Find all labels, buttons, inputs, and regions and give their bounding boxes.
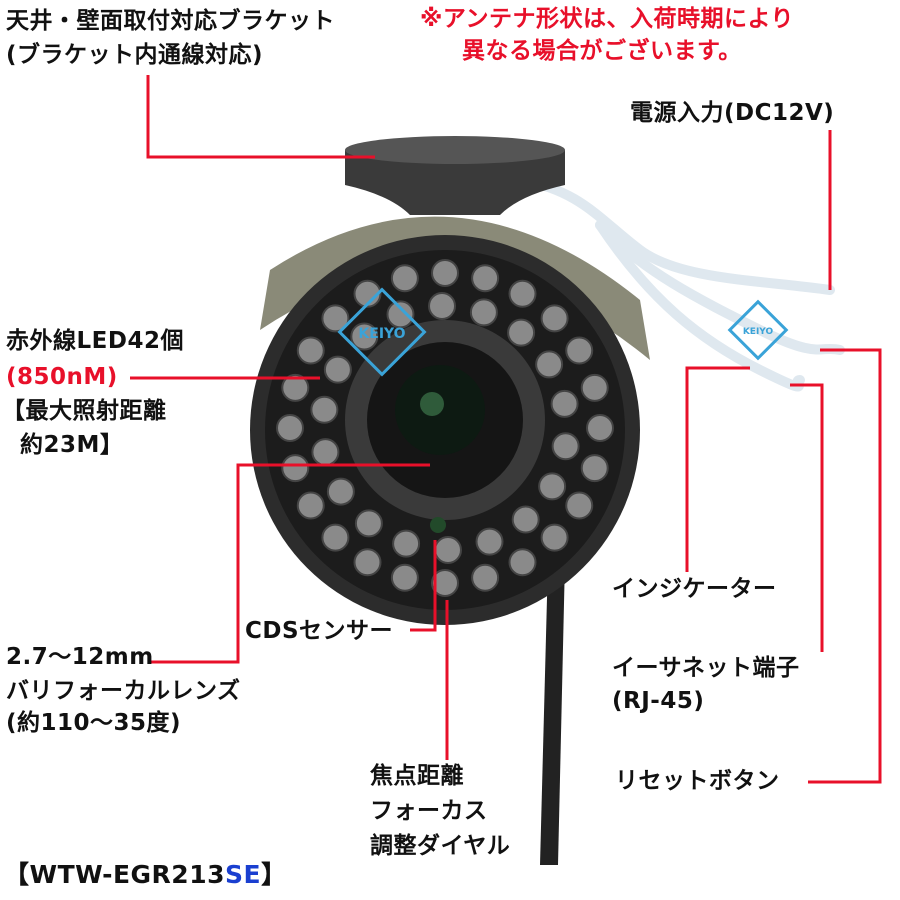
- ir-led: [538, 472, 567, 501]
- ir-led: [354, 509, 383, 538]
- svg-text:KEIYO: KEIYO: [358, 326, 405, 342]
- ir-led: [321, 304, 350, 333]
- cds-sensor-label: CDSセンサー: [245, 618, 394, 644]
- ir-led: [390, 264, 419, 293]
- ir-led: [469, 298, 498, 327]
- ir-led: [281, 454, 310, 483]
- ir-led: [511, 505, 540, 534]
- ir-range-label: 【最大照射距離: [2, 398, 167, 424]
- ethernet-type: (RJ-45): [612, 688, 705, 714]
- focus-dial-label-3: 調整ダイヤル: [370, 833, 511, 859]
- ir-led: [321, 523, 350, 552]
- keiyo-logo: [337, 287, 789, 377]
- ir-led: [350, 322, 379, 351]
- ir-led: [508, 548, 537, 577]
- ir-led: [311, 438, 340, 467]
- ir-led: [540, 304, 569, 333]
- bracket-label: 天井・壁面取付対応ブラケット: [6, 8, 335, 34]
- ir-led: [386, 300, 415, 329]
- ir-led: [475, 527, 504, 556]
- mounting-bracket: [345, 150, 565, 215]
- lens-focal-length: 2.7〜12mm: [6, 644, 154, 670]
- indicator-label: インジケーター: [612, 576, 777, 602]
- ir-led-ring: [276, 259, 614, 597]
- ir-led: [540, 523, 569, 552]
- ir-led: [550, 389, 579, 418]
- ir-led: [353, 279, 382, 308]
- ir-led: [471, 264, 500, 293]
- ir-led: [565, 491, 594, 520]
- ir-led: [281, 373, 310, 402]
- ir-led: [353, 548, 382, 577]
- ir-led: [392, 529, 421, 558]
- ir-led: [310, 395, 339, 424]
- bracket-label-sub: (ブラケット内通線対応): [6, 42, 264, 68]
- focus-dial-label-1: 焦点距離: [370, 763, 464, 789]
- ir-led: [296, 336, 325, 365]
- model-close: 】: [261, 860, 287, 889]
- ir-led: [431, 259, 459, 287]
- antenna: [540, 560, 565, 865]
- leader-lines: [130, 75, 882, 784]
- ir-led: [535, 350, 564, 379]
- ir-led: [586, 414, 614, 442]
- focus-dial-label-2: フォーカス: [370, 798, 488, 824]
- svg-text:KEIYO: KEIYO: [743, 327, 774, 337]
- ir-led: [296, 491, 325, 520]
- ir-led: [276, 414, 304, 442]
- ir-led: [431, 569, 459, 597]
- ir-led: [390, 563, 419, 592]
- antenna-note-2: 異なる場合がございます。: [462, 38, 742, 64]
- ir-led: [565, 336, 594, 365]
- ir-led-label: 赤外線LED42個: [6, 328, 184, 354]
- ethernet-label: イーサネット端子: [612, 655, 800, 681]
- ir-led: [428, 292, 457, 321]
- lens-angle: (約110〜35度): [6, 710, 182, 736]
- ir-led: [471, 563, 500, 592]
- ir-led: [326, 477, 355, 506]
- ir-led: [580, 454, 609, 483]
- ir-range-value: 約23M】: [20, 432, 124, 458]
- ir-led: [580, 373, 609, 402]
- reset-button-label: リセットボタン: [615, 768, 780, 794]
- ir-led: [551, 432, 580, 461]
- lens-type: バリフォーカルレンズ: [6, 678, 241, 704]
- cds-sensor: [430, 517, 446, 533]
- model-number: 【WTW-EGR213SE】: [4, 862, 287, 887]
- ir-led: [507, 318, 536, 347]
- antenna-note: ※アンテナ形状は、入荷時期により: [420, 6, 794, 32]
- ir-led: [323, 355, 352, 384]
- ir-led: [433, 535, 462, 564]
- ir-wavelength: (850nM): [6, 364, 118, 390]
- power-input-label: 電源入力(DC12V): [630, 100, 835, 126]
- model-suffix: SE: [225, 860, 262, 889]
- ir-led: [508, 279, 537, 308]
- model-prefix: 【WTW-EGR213: [4, 860, 225, 889]
